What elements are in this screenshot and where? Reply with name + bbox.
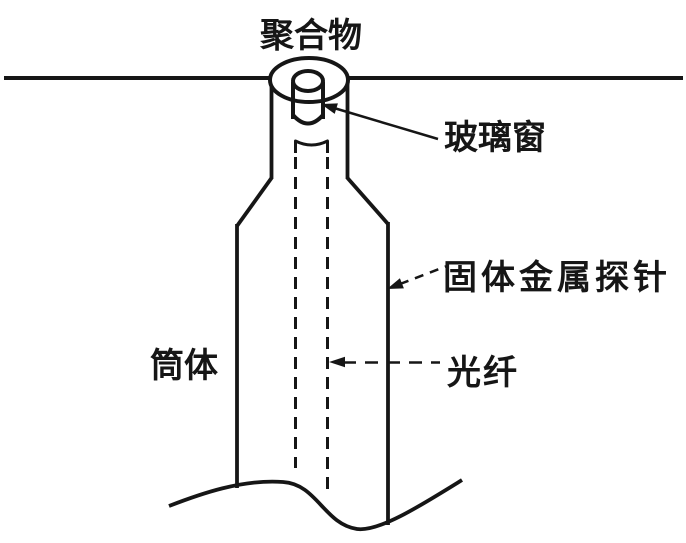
label-optical-fiber: 光纤 [447,353,519,393]
glass-window-leader-line [333,106,439,141]
optical-fiber-end-bracket [294,139,329,153]
label-glass-window: 玻璃窗 [444,118,546,158]
glass-window-bottom-arc [291,113,325,126]
label-barrel: 筒体 [150,346,218,386]
solid-metal-probe-leader-line [399,264,448,286]
probe-shoulder-left [235,176,274,228]
break-wavy-line [168,478,464,532]
glass-window-top-ellipse [291,69,325,93]
label-solid-metal-probe: 固体金属探针 [443,258,671,298]
glass-window-cylinder [291,69,325,126]
probe-shoulder-right [346,176,390,226]
solid-metal-probe-arrowhead-icon [387,278,404,289]
optical-fiber-arrowhead-icon [329,356,345,368]
label-polymer: 聚合物 [259,16,362,56]
glass-window-arrowhead-icon [321,103,338,114]
